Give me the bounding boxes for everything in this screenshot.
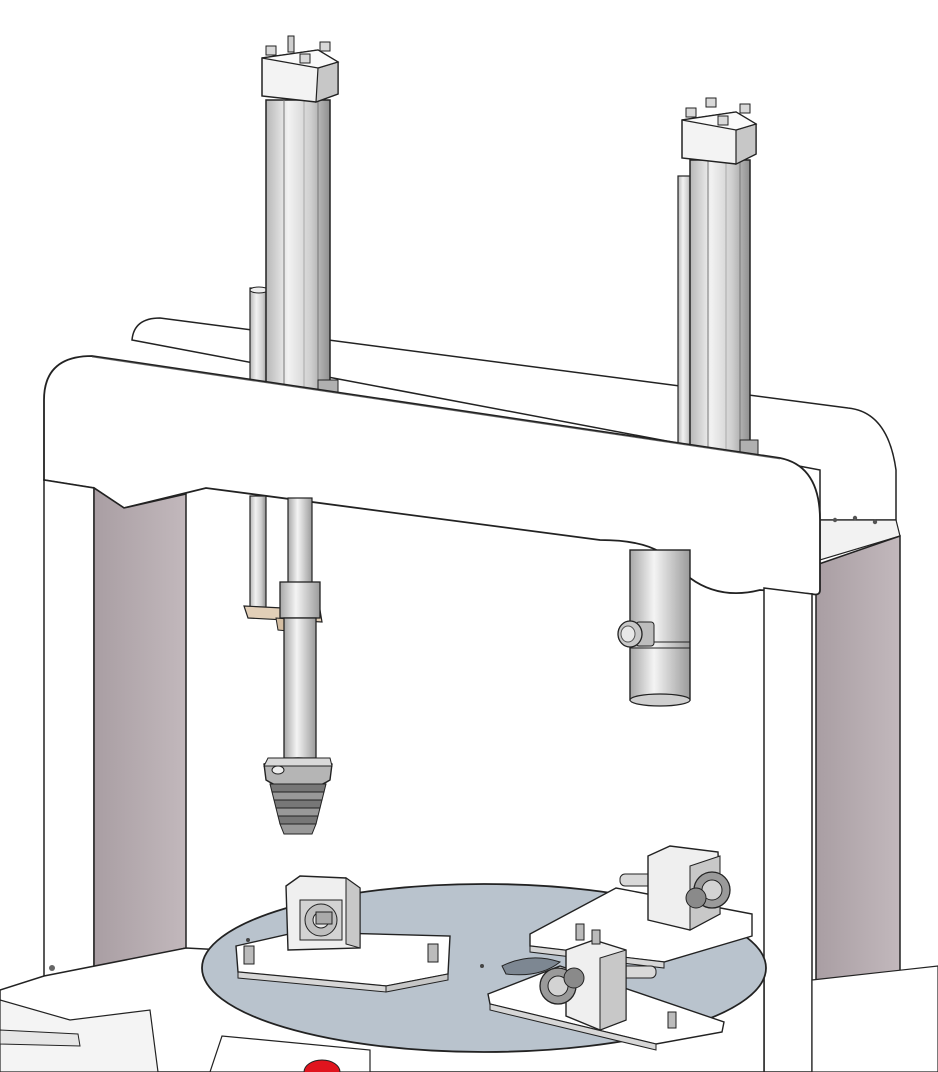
front-crossbeam bbox=[43, 355, 821, 596]
suction-cup-tool bbox=[263, 757, 333, 835]
knob-icon bbox=[617, 620, 655, 648]
right-guide-column bbox=[677, 159, 759, 457]
gear-unit bbox=[539, 929, 657, 1031]
press-rod-assembly bbox=[243, 495, 333, 835]
fixture-block bbox=[285, 875, 361, 951]
fixture-station-front bbox=[487, 929, 725, 1051]
left-guide-column bbox=[249, 99, 339, 409]
right-column-top-cap bbox=[681, 97, 758, 165]
hex-nut-icon bbox=[685, 97, 751, 126]
left-column-top-cap bbox=[261, 35, 340, 103]
emergency-stop-button bbox=[303, 1059, 341, 1072]
fixture-station-left bbox=[235, 875, 451, 993]
locating-cylinder bbox=[617, 549, 691, 707]
right-front-leg bbox=[763, 587, 813, 1072]
hex-nut-icon bbox=[265, 35, 331, 64]
right-rear-leg bbox=[815, 534, 901, 1072]
left-front-leg bbox=[43, 479, 187, 977]
gear-unit bbox=[619, 845, 731, 931]
